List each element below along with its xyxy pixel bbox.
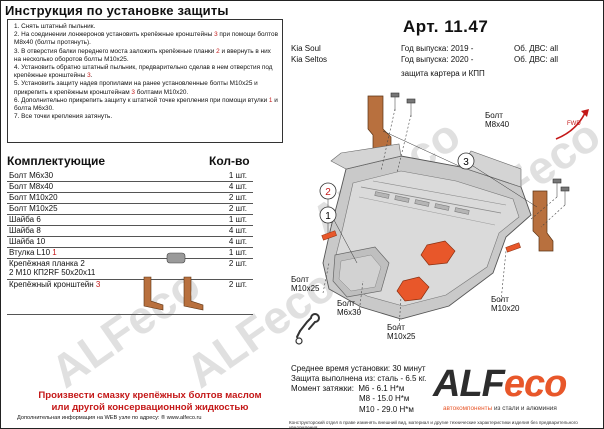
kit-item-qty: 1 шт.	[201, 247, 253, 259]
bolt-label-text: Болт М8х40	[485, 111, 510, 129]
tagline-text: из стали и алюминия	[493, 405, 557, 412]
instruction-step: 2. На соединении лонжеронов установить к…	[14, 31, 278, 47]
logo-text: ALF	[433, 363, 505, 405]
website-info[interactable]: Дополнительная информация на WEB узле по…	[17, 415, 202, 421]
kit-item-name: Крепёжный кронштейн 3	[7, 279, 201, 315]
forward-arrow-icon	[555, 109, 589, 140]
bracket-left	[367, 95, 392, 152]
direction-label: FWD	[567, 121, 581, 127]
kit-item-name: Болт М8х40	[7, 181, 201, 193]
kit-item-name: Втулка L10 1	[7, 247, 201, 259]
kit-item-qty: 2 шт.	[201, 279, 253, 315]
bolt-label-m10x25-bottom: Болт М10х25	[387, 323, 415, 341]
protection-type: защита картера и КПП	[401, 69, 485, 78]
vehicle-model: Kia Soul	[291, 44, 321, 53]
kit-item-name: Болт М10х20	[7, 192, 201, 204]
torque-info: Момент затяжки: М6 - 6.1 Н*м М8 - 15.0 Н…	[291, 384, 414, 415]
bolt-label-text: Болт М10х20	[491, 295, 520, 313]
kit-item-qty: 2 шт.	[201, 192, 253, 204]
instruction-step: 5. Установить защиту надев пропилами на …	[14, 80, 258, 96]
legal-notice: Конструкторский отдел в праве изменять в…	[289, 420, 578, 429]
torque-value: М6 - 6.1 Н*м	[358, 384, 405, 393]
qty-title: Кол-во	[209, 154, 250, 168]
vehicle-engine: Об. ДВС: all	[514, 55, 558, 64]
callout-number: 1	[325, 211, 331, 222]
bushing-icon	[166, 252, 186, 264]
bolt-label-text: Болт М10х25	[291, 275, 320, 293]
instruction-step: 4. Установить обратно штатный пыльник, п…	[14, 64, 273, 80]
callout-2: 2	[319, 182, 337, 233]
vehicle-year: Год выпуска: 2019 -	[401, 44, 474, 53]
vehicle-model: Kia Seltos	[291, 55, 328, 64]
bracket-icon	[143, 276, 204, 311]
kit-item-qty: 4 шт.	[201, 236, 253, 248]
torque-value: М8 - 15.0 Н*м	[359, 394, 410, 404]
kit-item-name: Шайба 6	[7, 214, 201, 226]
bolt-label-m10x25-left: Болт М10х25	[291, 275, 319, 293]
wrench-icon	[295, 313, 320, 345]
instruction-step: 6. Дополнительно прикрепить защиту к шта…	[14, 96, 278, 113]
kit-item-name: Болт М10х25	[7, 203, 201, 215]
bolt-m8x40-icons	[390, 92, 570, 205]
bracket-right	[532, 190, 554, 252]
install-info: Среднее время установки: 30 минут Защита…	[291, 364, 426, 385]
tagline-accent: автокомпоненты	[443, 405, 493, 412]
vehicle-year: Год выпуска: 2020 -	[401, 55, 474, 64]
page-title: Инструкция по установке защиты	[5, 3, 229, 18]
bolt-label-m10x20: Болт М10х20	[491, 295, 519, 313]
material-info: Защита выполнена из: сталь - 6.5 кг.	[291, 374, 427, 384]
bolt-label-m8x40: Болт М8х40	[485, 111, 509, 129]
kit-item-qty: 2 шт.	[201, 203, 253, 215]
kit-item-qty: 4 шт.	[201, 181, 253, 193]
callout-1: 1	[319, 206, 358, 264]
article-number: Арт. 11.47	[403, 17, 489, 36]
kit-item-qty: 1 шт.	[201, 171, 253, 182]
skid-plate	[322, 143, 532, 320]
instruction-step: 7. Все точки крепления затянуть.	[14, 113, 113, 121]
torque-value: М10 - 29.0 Н*м	[359, 404, 414, 414]
mounting-plate-icons	[321, 230, 521, 253]
kit-item-qty: 2 шт.	[201, 258, 253, 280]
bolt-label-text: Болт М6х30	[337, 299, 362, 317]
kit-title: Комплектующие	[7, 154, 106, 168]
kit-item-name: Болт М6х30	[7, 171, 201, 182]
kit-item-qty: 1 шт.	[201, 214, 253, 226]
logo-text-accent: eco	[503, 363, 567, 405]
vehicle-engine: Об. ДВС: all	[514, 44, 558, 53]
install-time: Среднее время установки: 30 минут	[291, 364, 426, 373]
kit-item-qty: 4 шт.	[201, 225, 253, 237]
bolt-label-text: Болт М10х25	[387, 323, 416, 341]
callout-number: 3	[463, 157, 469, 168]
instruction-step: 1. Снять штатный пыльник.	[14, 23, 96, 30]
bolt-label-m6x30: Болт М6х30	[337, 299, 361, 317]
kit-item-name: Шайба 10	[7, 236, 201, 248]
instructions-box: 1. Снять штатный пыльник. 2. На соединен…	[7, 19, 283, 143]
brand-logo: ALFeco	[433, 363, 567, 406]
lubrication-advice: Произвести смазку крепёжных болтов масло…	[38, 390, 262, 413]
callout-3-top: 3	[382, 130, 538, 208]
instruction-step: 3. В отверстия балки переднего моста зал…	[14, 47, 271, 63]
brand-tagline: автокомпоненты из стали и алюминия	[443, 405, 557, 412]
leader-lines	[322, 108, 566, 330]
torque-label: Момент затяжки:	[291, 384, 354, 393]
kit-item-name: Шайба 8	[7, 225, 201, 237]
callout-number: 2	[325, 187, 331, 198]
kit-item-name: Крепёжная планка 2 2 М10 КП2RF 50х20х11	[7, 258, 201, 280]
